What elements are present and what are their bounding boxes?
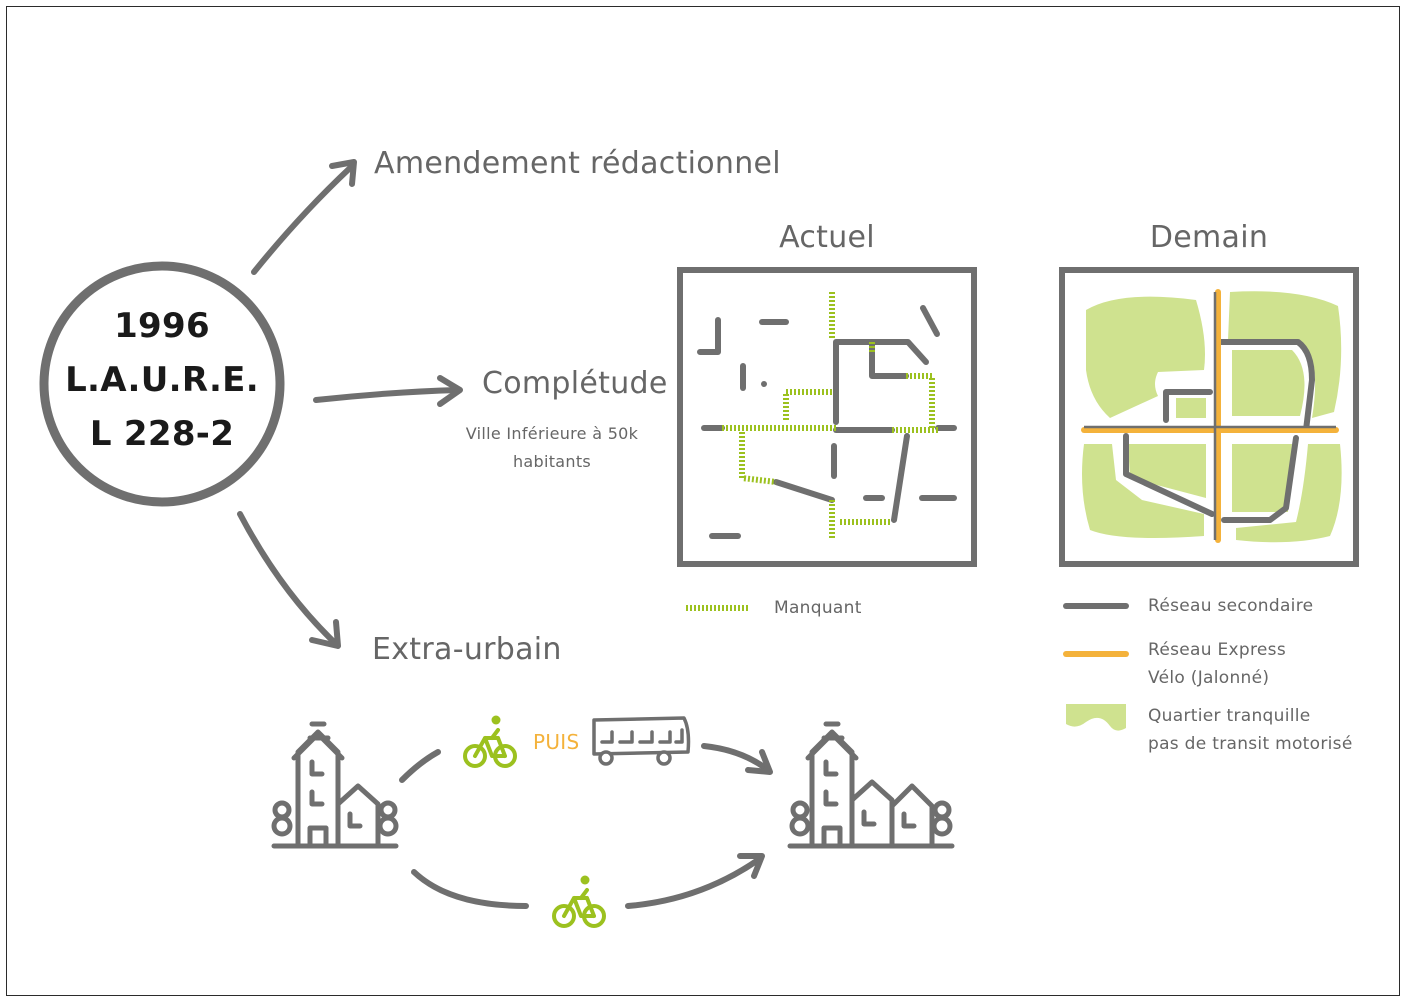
village-icon: [271, 721, 399, 849]
route-upper-start: [399, 749, 441, 783]
center-year: 1996: [114, 306, 210, 346]
legend-reseau-secondaire: Réseau secondaire: [1148, 596, 1314, 616]
label-puis: PUIS: [533, 730, 580, 754]
bicycle-icon-lower: [552, 873, 606, 928]
arrow-head-lower: [737, 853, 765, 879]
label-extra-urbain: Extra-urbain: [372, 632, 562, 667]
center-law-name: L.A.U.R.E.: [65, 360, 259, 400]
center-article: L 228-2: [89, 414, 235, 454]
bicycle-icon-upper: [463, 713, 517, 768]
title-actuel: Actuel: [779, 220, 875, 255]
central-circle: [39, 261, 285, 507]
route-lower-start: [411, 869, 529, 909]
arrow-icon-upper: [701, 743, 771, 773]
legend-quartier-swatch: [1066, 704, 1126, 731]
arrow-icon-extra-urbain: [237, 511, 341, 649]
arrow-icon-amendement: [251, 159, 357, 275]
legend-manquant: Manquant: [774, 598, 862, 618]
legend-reseau-express-1: Réseau Express: [1148, 640, 1287, 660]
map-actuel: [677, 267, 977, 567]
legend-quartier-2: pas de transit motorisé: [1148, 734, 1353, 754]
arrow-icon-lower: [625, 857, 761, 909]
arrow-icon-completude: [313, 375, 463, 407]
legend-quartier-1: Quartier tranquille: [1148, 706, 1311, 726]
label-completude-note-1: Ville Inférieure à 50k: [465, 424, 639, 443]
label-amendement: Amendement rédactionnel: [374, 146, 781, 181]
arrow-head-upper: [745, 749, 773, 775]
bus-icon: [592, 716, 691, 766]
town-icon: [787, 721, 955, 849]
legend-reseau-express-2: Vélo (Jalonné): [1148, 668, 1270, 688]
map-demain: [1059, 267, 1359, 567]
label-completude-note-2: habitants: [512, 452, 592, 471]
title-demain: Demain: [1149, 220, 1269, 255]
label-completude: Complétude: [482, 366, 668, 401]
